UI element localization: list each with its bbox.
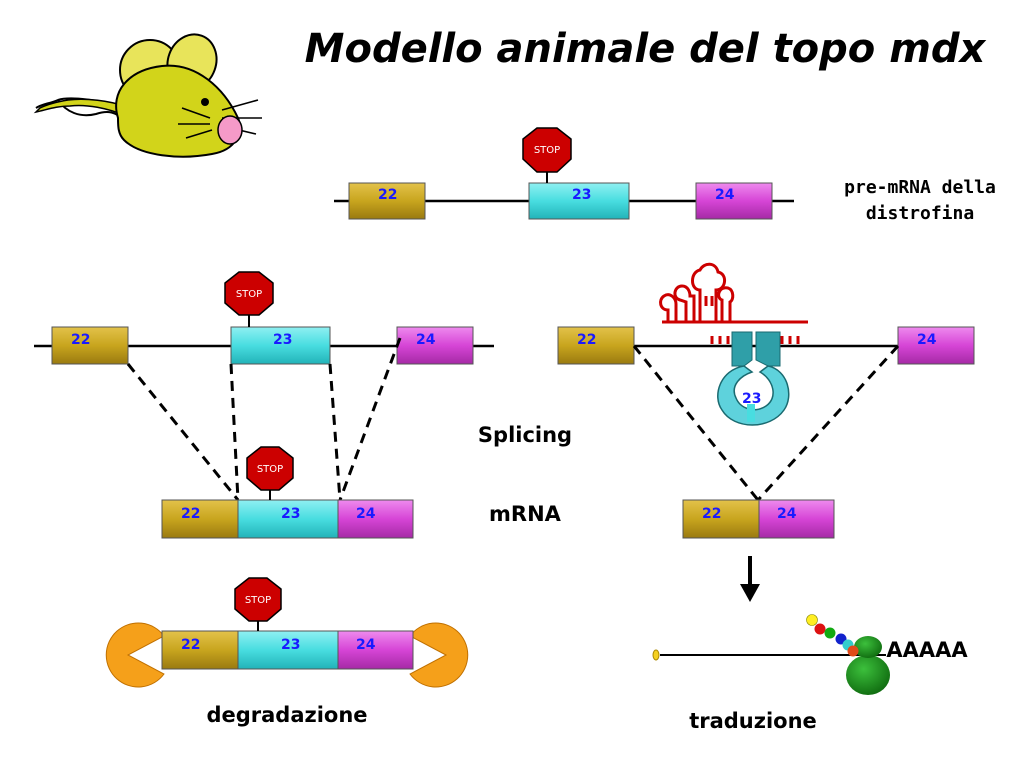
exon-22-label: 22 [181, 506, 200, 522]
exon-24-label: 24 [356, 637, 376, 653]
exon-23 [237, 630, 339, 670]
premrna-top: 22 23 24 STOP [334, 127, 794, 220]
exon-23-label: 23 [281, 637, 300, 653]
nuclease-pacman-icon [409, 622, 469, 688]
splicing-label: Splicing [478, 423, 572, 447]
exon-24-label: 24 [777, 506, 797, 522]
exon-22 [51, 326, 129, 365]
exon-23 [528, 182, 630, 220]
stop-sign-icon: STOP [246, 446, 294, 500]
u1-snrna-icon [659, 262, 808, 344]
premrna-left: 22 23 24 STOP [34, 271, 494, 501]
degradation-group: 22 23 24 STOP [105, 577, 469, 688]
exon-23-label: 23 [742, 391, 761, 407]
stop-sign-label: STOP [257, 464, 283, 475]
stop-sign-icon: STOP [522, 127, 572, 183]
peptide-chain [806, 614, 859, 657]
stop-sign-icon: STOP [234, 577, 282, 631]
ribosome-icon [846, 636, 890, 695]
exon-22-label: 22 [577, 332, 596, 348]
exon-23 [237, 499, 339, 539]
exon-22 [161, 630, 239, 670]
exon-22-label: 22 [71, 332, 90, 348]
exon-24 [337, 630, 414, 670]
stop-sign-label: STOP [245, 595, 271, 606]
translation-group [652, 614, 890, 695]
arrow-down-icon [740, 556, 760, 602]
exon-24 [396, 326, 474, 365]
exon-24 [337, 499, 414, 539]
premrna-right: 22 24 23 [557, 262, 975, 502]
exon-23 [230, 326, 331, 365]
exon-24 [758, 499, 835, 539]
exon-22 [557, 326, 635, 365]
premrna-label-line1: pre-mRNA della [844, 177, 996, 198]
exon-23-label: 23 [572, 187, 591, 203]
nuclease-pacman-icon [105, 622, 165, 688]
stop-sign-icon: STOP [224, 271, 274, 327]
mrna-right: 22 24 [682, 499, 835, 539]
exon-24-label: 24 [416, 332, 436, 348]
exon-24-label: 24 [356, 506, 376, 522]
exon-24-label: 24 [917, 332, 937, 348]
polya-tail-label: AAAAA [886, 638, 968, 662]
exon-23-label: 23 [273, 332, 292, 348]
exon-22-label: 22 [378, 187, 397, 203]
degradazione-label: degradazione [206, 703, 367, 727]
exon-22-label: 22 [181, 637, 200, 653]
spliceosome-icon: 23 [717, 331, 790, 426]
premrna-label-line2: distrofina [866, 203, 974, 224]
exon-23-label: 23 [281, 506, 300, 522]
mrna-left: 22 23 24 STOP [161, 446, 414, 539]
exon-24-label: 24 [715, 187, 735, 203]
exon-24 [897, 326, 975, 365]
stop-sign-label: STOP [534, 145, 560, 156]
exon-22 [348, 182, 426, 220]
exon-22-label: 22 [702, 506, 721, 522]
exon-22 [161, 499, 239, 539]
mouse-icon [33, 33, 262, 158]
traduzione-label: traduzione [689, 709, 817, 733]
exon-24 [695, 182, 773, 220]
exon-22 [682, 499, 760, 539]
stop-sign-label: STOP [236, 289, 262, 300]
mrna-label: mRNA [489, 502, 562, 526]
page-title: Modello animale del topo mdx [305, 26, 987, 72]
